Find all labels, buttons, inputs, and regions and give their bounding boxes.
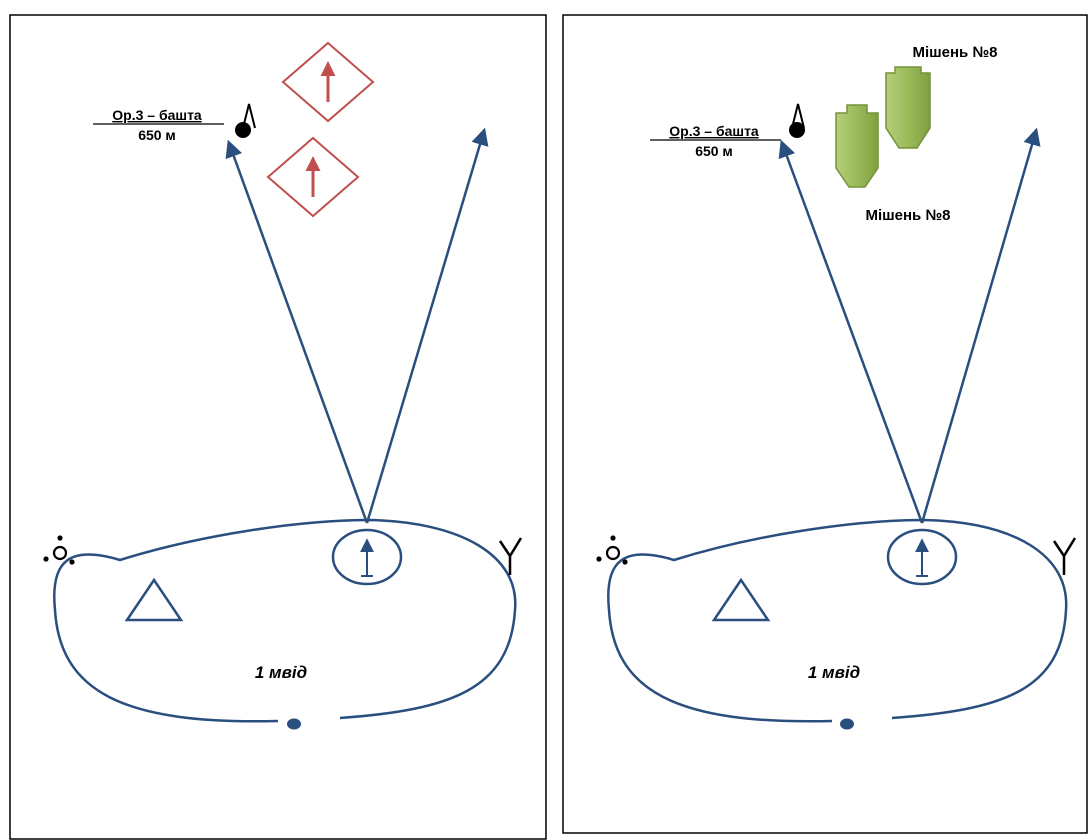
panel-frame [562,14,1088,834]
triangle-icon [124,577,184,622]
panel-frame [9,14,547,840]
sector-right-arrow [365,127,489,524]
target-label: Мішень №8 [912,44,997,61]
landmark-name: Ор.3 – башта [112,107,202,123]
right-panel: 1 мвід Ор.3 – башта 650 м Мішень №8 Міше… [562,14,1088,834]
target-silhouette-icon [885,66,931,149]
landmark-distance: 650 м [138,127,176,143]
target-label: Мішень №8 [865,207,950,224]
sector-left-arrow [778,139,924,524]
commander-icon [331,528,403,586]
rear-point-icon [840,718,854,730]
tree-icon [498,537,523,575]
tower-landmark-icon [235,103,256,138]
triangle-icon [711,577,771,622]
tree-icon [1052,537,1077,575]
squad-label: 1 мвід [255,663,307,682]
enemy-marker-icon [266,136,360,218]
landmark-tower: Ор.3 – башта 650 м [650,103,805,159]
landmark-tower: Ор.3 – башта 650 м [93,103,256,143]
tower-landmark-icon [789,103,805,138]
squad-position-outline [53,518,517,723]
landmark-distance: 650 м [695,143,733,159]
landmark-name: Ор.3 – башта [669,123,759,139]
rear-point-icon [287,718,301,730]
left-panel: 1 мвід Ор.3 – башта 650 м [9,14,547,840]
target-silhouette-icon [835,104,879,188]
squad-position-outline [607,518,1068,723]
bush-icon [596,535,628,565]
squad-label: 1 мвід [808,663,860,682]
bush-icon [43,535,75,565]
commander-icon [886,528,958,586]
enemy-marker-icon [281,41,375,123]
sector-left-arrow [225,139,369,524]
sector-right-arrow [920,127,1041,524]
